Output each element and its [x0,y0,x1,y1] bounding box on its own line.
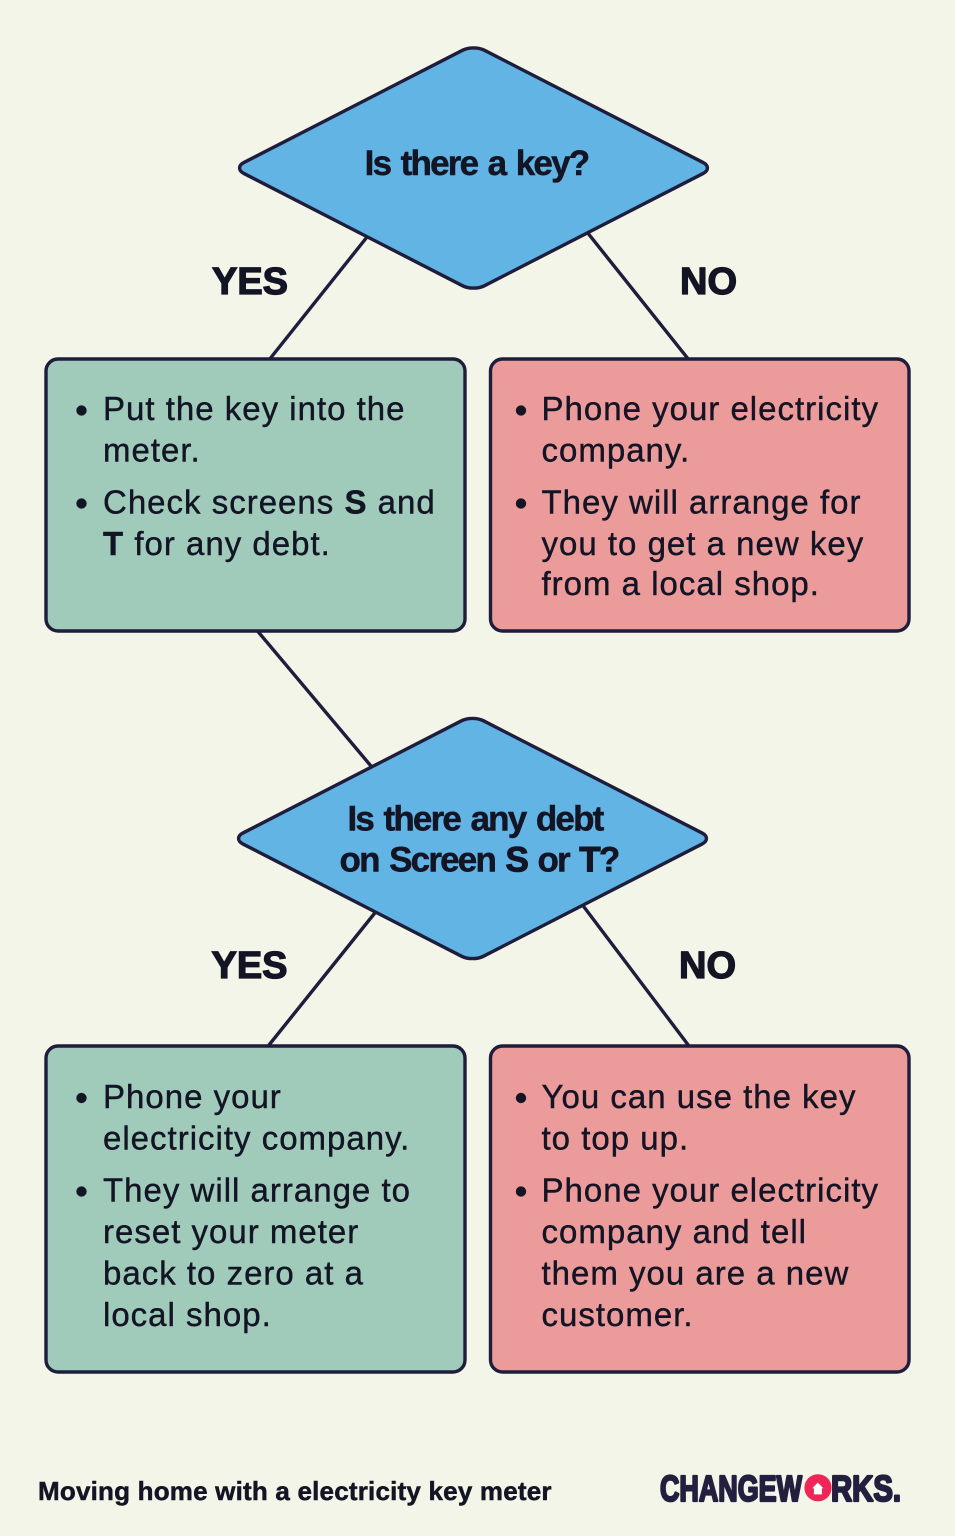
svg-text:Phone your electricity: Phone your electricity [542,1172,879,1209]
svg-text:CHANGEW: CHANGEW [660,1468,802,1509]
svg-text:They will arrange for: They will arrange for [542,484,862,521]
svg-text:RKS.: RKS. [831,1468,901,1509]
svg-text:Phone your electricity: Phone your electricity [542,390,879,427]
svg-text:They will arrange to: They will arrange to [103,1172,411,1209]
svg-text:T for any debt.: T for any debt. [103,525,331,562]
svg-text:back to zero at a: back to zero at a [103,1255,364,1292]
svg-text:YES: YES [212,261,288,303]
svg-text:YES: YES [211,945,287,987]
svg-text:Phone your: Phone your [103,1078,282,1115]
svg-text:company.: company. [542,432,691,469]
svg-text:Is there any debt: Is there any debt [347,800,604,839]
svg-text:to top up.: to top up. [542,1120,690,1157]
svg-text:from a local shop.: from a local shop. [542,565,820,602]
svg-text:company and tell: company and tell [542,1213,807,1250]
svg-text:Put the key into the: Put the key into the [103,390,406,427]
svg-text:Is there a key?: Is there a key? [365,144,589,183]
svg-text:You can use the key: You can use the key [542,1078,857,1115]
svg-text:NO: NO [679,945,736,987]
svg-text:them you are a new: them you are a new [542,1255,850,1292]
svg-text:customer.: customer. [542,1296,694,1333]
svg-text:reset your meter: reset your meter [103,1213,359,1250]
svg-text:on Screen S or T?: on Screen S or T? [340,840,619,879]
svg-text:electricity company.: electricity company. [103,1120,410,1157]
svg-text:meter.: meter. [103,432,201,469]
svg-text:Moving home with a electricity: Moving home with a electricity key meter [38,1476,552,1506]
svg-text:NO: NO [680,261,737,303]
svg-text:Check screens S and: Check screens S and [103,484,436,521]
svg-text:local shop.: local shop. [103,1296,272,1333]
svg-text:you to get a new key: you to get a new key [542,525,865,562]
